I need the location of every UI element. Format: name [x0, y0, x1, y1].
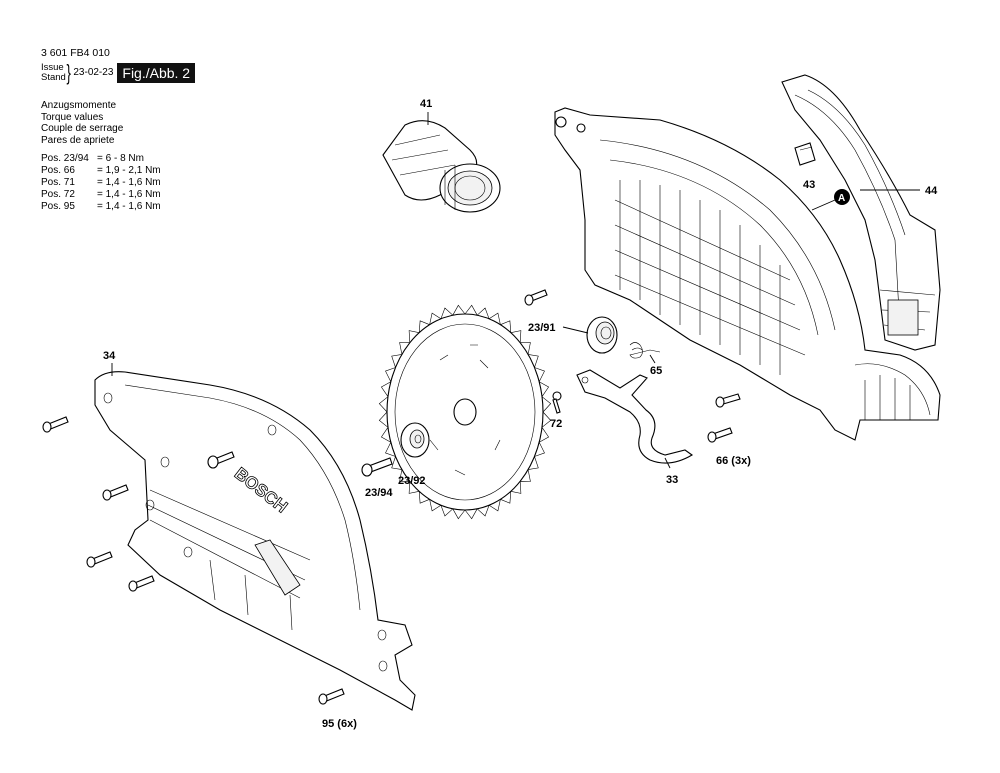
callout-41: 41: [420, 98, 432, 110]
torque-pos: Pos. 23/94: [41, 153, 89, 164]
torque-value: = 1,4 - 1,6 Nm: [97, 177, 161, 188]
callout-72: 72: [550, 418, 562, 430]
part-95-screw-4: [86, 551, 113, 568]
torque-row: Pos. 23/94 = 6 - 8 Nm: [41, 153, 161, 165]
leader-A: [811, 199, 836, 211]
leader-65: [649, 354, 656, 364]
torque-row: Pos. 66 = 1,9 - 2,1 Nm: [41, 165, 161, 177]
torque-table: Pos. 23/94 = 6 - 8 Nm Pos. 66 = 1,9 - 2,1 …: [41, 153, 161, 213]
torque-value: = 6 - 8 Nm: [97, 153, 144, 164]
part-43-block: [794, 142, 816, 166]
part-23-94-bolt: [361, 457, 393, 477]
torque-pos: Pos. 95: [41, 201, 75, 212]
figure-label: Fig./Abb. 2: [117, 63, 196, 83]
torque-value: = 1,4 - 1,6 Nm: [97, 189, 161, 200]
part-65-spring: [629, 342, 661, 359]
issue-block: Issue Stand } 23-02-23 Fig./Abb. 2: [41, 60, 196, 85]
stand-label: Stand: [41, 72, 66, 83]
callout-23-91: 23/91: [528, 322, 556, 334]
torque-value: = 1,4 - 1,6 Nm: [97, 201, 161, 212]
screw-housing-top: [524, 289, 548, 306]
part-95-screw-2: [207, 451, 235, 469]
saw-blade: [378, 304, 552, 520]
torque-pos: Pos. 72: [41, 189, 75, 200]
part-66-screw-lower: [707, 427, 733, 443]
callout-44: 44: [925, 185, 938, 197]
issue-label: Issue: [41, 62, 64, 73]
part-33-lever: [576, 369, 694, 464]
callout-23-94: 23/94: [365, 487, 393, 499]
callout-a-marker: [834, 189, 850, 205]
leader-33: [664, 457, 671, 469]
torque-title-de: Anzugsmomente: [41, 100, 117, 111]
torque-row: Pos. 71 = 1,4 - 1,6 Nm: [41, 177, 161, 189]
part-95-screw-1: [42, 416, 69, 433]
torque-row: Pos. 72 = 1,4 - 1,6 Nm: [41, 189, 161, 201]
part-23-91-flange: [586, 316, 618, 354]
callout-a: A: [838, 193, 845, 204]
callout-65: 65: [650, 365, 662, 377]
torque-title-es: Pares de apriete: [41, 134, 115, 146]
part-95-screw-3: [102, 484, 129, 501]
leader-23-91: [562, 326, 589, 334]
torque-row: Pos. 95 = 1,4 - 1,6 Nm: [41, 201, 161, 213]
callout-34: 34: [103, 350, 116, 362]
torque-title-en: Torque values: [41, 111, 104, 123]
brace-symbol: }: [66, 60, 71, 85]
callout-33: 33: [666, 474, 678, 486]
part-66-screw-upper: [715, 393, 741, 408]
torque-pos: Pos. 71: [41, 177, 75, 188]
callout-95: 95 (6x): [322, 718, 357, 730]
part-34-lower-guard: BOSCH: [94, 371, 416, 711]
part-95-screw-6: [318, 688, 345, 705]
torque-value: = 1,9 - 2,1 Nm: [97, 165, 161, 176]
callout-23-92: 23/92: [398, 475, 426, 487]
torque-pos: Pos. 66: [41, 165, 75, 176]
part-41-dust-adapter: [382, 120, 501, 213]
part-72-screw: [552, 391, 562, 414]
callout-66: 66 (3x): [716, 455, 751, 467]
issue-labels: Issue Stand: [41, 62, 66, 83]
part-44-side-rail: [781, 74, 941, 351]
issue-date: 23-02-23: [73, 67, 114, 78]
document-number: 3 601 FB4 010: [41, 47, 110, 59]
saw-guard-housing: [554, 107, 941, 441]
callout-43: 43: [803, 179, 815, 191]
torque-titles: Anzugsmomente Torque values Couple de se…: [41, 100, 123, 146]
part-95-screw-5: [128, 575, 155, 592]
part-23-92-washer: [400, 422, 430, 458]
torque-title-fr: Couple de serrage: [41, 123, 124, 134]
